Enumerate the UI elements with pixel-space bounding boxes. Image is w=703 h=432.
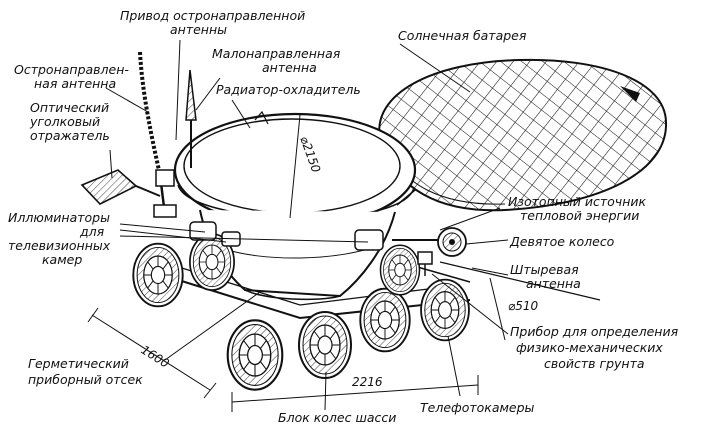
dimension-lines <box>87 277 506 412</box>
label-corner-reflector-1: Оптический <box>30 100 109 115</box>
corner-reflector <box>80 169 161 205</box>
whip-antenna <box>439 261 601 301</box>
label-high-gain-drive-2: антенны <box>170 22 227 37</box>
label-sealed-compartment-1: Герметический <box>28 356 129 371</box>
low-gain-antenna <box>185 69 197 168</box>
label-tv-ports-2: для <box>79 224 105 239</box>
label-soil-probe-2: физико-механических <box>516 340 663 355</box>
label-tv-ports-4: камер <box>42 252 82 267</box>
wheel-front-3 <box>359 287 411 353</box>
label-whip-antenna-2: антенна <box>526 276 581 291</box>
label-high-gain-antenna-2: ная антенна <box>34 76 116 91</box>
label-corner-reflector-2: уголковый <box>29 114 100 129</box>
high-gain-antenna <box>138 51 177 218</box>
wheel-front-4 <box>420 278 470 342</box>
label-corner-reflector-3: отражатель <box>30 128 110 143</box>
label-isotope-source-1: Изотопный источник <box>508 194 646 209</box>
dim-width: 1600 <box>138 343 172 371</box>
label-whip-antenna-1: Штыревая <box>510 262 579 277</box>
label-low-gain-antenna-1: Малонаправленная <box>212 46 341 61</box>
label-tv-cameras: Телефотокамеры <box>420 400 535 415</box>
label-low-gain-antenna-2: антенна <box>262 60 317 75</box>
leader-lines <box>105 39 509 411</box>
tv-ports <box>189 221 384 251</box>
label-soil-probe-1: Прибор для определения <box>510 324 679 339</box>
label-soil-probe-3: свойств грунта <box>544 356 645 371</box>
dim-wheel-diameter: ⌀510 <box>508 299 538 313</box>
label-radiator: Радиатор-охладитель <box>216 82 361 97</box>
label-isotope-source-2: тепловой энергии <box>520 208 639 223</box>
dim-length: 2216 <box>352 375 383 389</box>
label-tv-ports-1: Иллюминаторы <box>8 210 110 225</box>
label-sealed-compartment-2: приборный отсек <box>28 372 143 387</box>
label-high-gain-antenna-1: Остронаправлен- <box>14 62 129 77</box>
wheel-right-back <box>379 244 421 296</box>
label-tv-ports-3: телевизионных <box>8 238 111 253</box>
wheel-front-1 <box>226 319 284 391</box>
solar-panel <box>378 58 668 212</box>
soil-probe-device <box>417 251 433 276</box>
wheel-rear-left <box>132 242 184 308</box>
label-wheel-block: Блок колес шасси <box>278 410 396 425</box>
label-solar-panel: Солнечная батарея <box>398 28 527 43</box>
wheel-front-2 <box>298 311 352 379</box>
ninth-wheel <box>392 227 467 257</box>
label-ninth-wheel: Девятое колесо <box>509 234 615 249</box>
label-high-gain-drive-1: Привод остронаправленной <box>120 8 305 23</box>
